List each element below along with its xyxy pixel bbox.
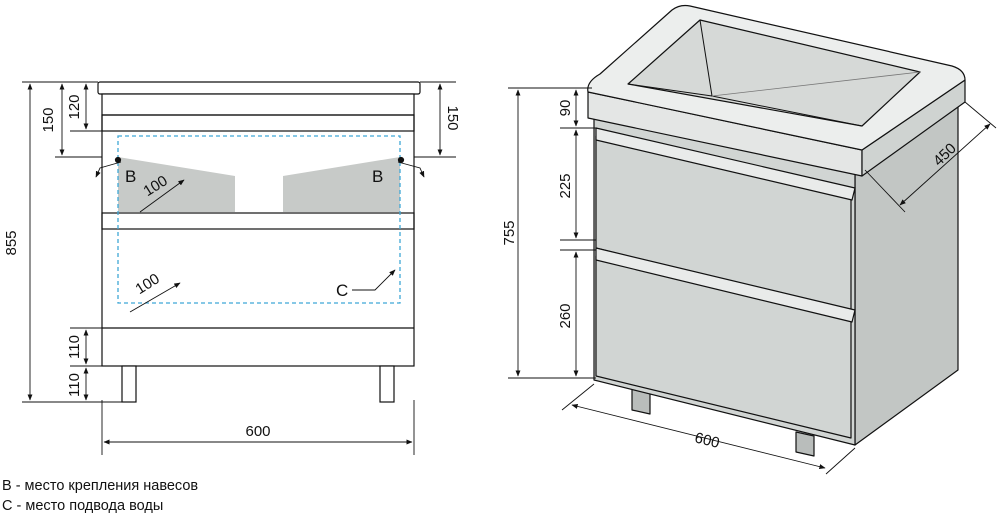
dim-top-right: 150: [444, 105, 461, 130]
front-upper-drawer-top: [101, 114, 415, 132]
front-countertop: [97, 81, 421, 95]
marker-b-left: B: [125, 167, 136, 186]
dim-plinth-upper: 110: [66, 335, 83, 359]
iso-dimension-labels: 755 90 225 260 450 600: [501, 100, 960, 452]
mount-point-right: [397, 156, 405, 164]
dim-total-height: 855: [3, 230, 20, 255]
iso-handle-upper: [595, 127, 856, 201]
legend-mounting: B - место крепления навесов: [2, 478, 199, 494]
dim-iso-total-height: 755: [501, 220, 518, 245]
dim-plinth-lower: 110: [66, 373, 83, 397]
front-leg-right: [379, 365, 395, 403]
iso-handle-lower: [595, 247, 856, 323]
dim-iso-top-band: 90: [557, 100, 574, 117]
legend-water: C - место подвода воды: [2, 498, 164, 514]
dim-iso-drawer-lower: 260: [557, 303, 574, 328]
iso-view: [587, 4, 966, 457]
front-siphon-zone-right: [283, 157, 400, 212]
iso-leg-right: [795, 431, 815, 457]
front-dimensions: [22, 81, 456, 455]
front-siphon-zone-left: [118, 157, 235, 212]
front-view: [97, 81, 421, 403]
front-mid-rail: [101, 212, 415, 230]
dim-top-inner: 120: [66, 94, 83, 119]
front-cabinet-body: [101, 93, 415, 367]
mount-point-left: [114, 156, 122, 164]
dim-iso-width: 600: [693, 429, 721, 452]
marker-c: C: [336, 281, 348, 300]
front-leg-left: [121, 365, 137, 403]
dim-iso-drawer-upper: 225: [557, 173, 574, 198]
front-inner-zone: [117, 135, 401, 304]
dim-top-outer: 150: [40, 107, 57, 132]
iso-dimensions: [508, 87, 997, 475]
marker-b-right: B: [372, 167, 383, 186]
dim-front-width: 600: [245, 423, 270, 440]
